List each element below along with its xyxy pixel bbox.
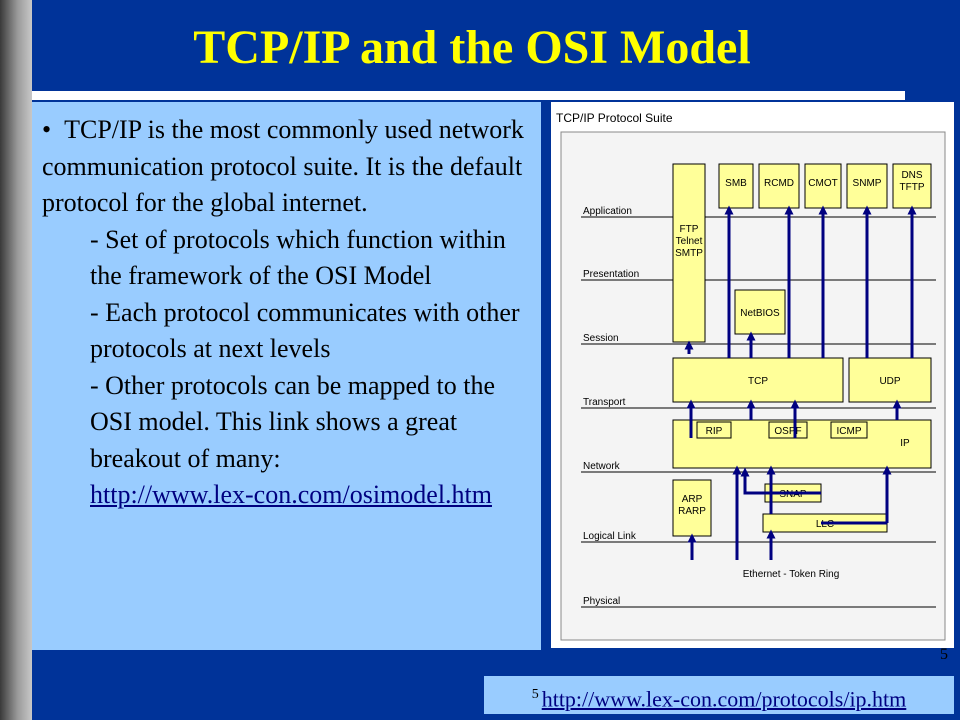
box-snmp [846,163,888,209]
label-dns: DNS [901,170,922,181]
label-ip: IP [900,438,910,449]
label-rip: RIP [706,426,723,437]
bullet-text: TCP/IP is the most commonly used network… [42,115,524,217]
box-ospf [768,421,808,439]
label-udp: UDP [879,376,900,387]
bullet-paragraph: • TCP/IP is the most commonly used netwo… [42,112,532,222]
layer-label-transport: Transport [583,397,626,408]
label-smtp: SMTP [675,248,703,259]
label-arp: ARP [682,494,703,505]
label-telnet: Telnet [676,236,703,247]
text-panel [32,102,541,650]
label-ethernet: Ethernet - Token Ring [743,569,840,580]
label-tcp: TCP [748,376,768,387]
slide-title: TCP/IP and the OSI Model [193,21,751,74]
box-rip [696,421,732,439]
bullet-marker: • [42,115,52,144]
protocol-suite-diagram: Application Presentation Session Transpo… [560,131,946,641]
box-ftp [672,163,706,343]
sub-item-3: - Other protocols can be mapped to the O… [42,368,532,514]
box-dns [892,163,932,209]
osimodel-link[interactable]: http://www.lex-con.com/osimodel.htm [90,480,492,509]
label-snmp: SNMP [853,178,882,189]
sub-item-1: - Set of protocols which function within… [90,224,506,291]
layer-label-physical: Physical [583,596,620,607]
box-netbios [734,289,786,335]
figure-title: TCP/IP Protocol Suite [556,111,673,125]
layer-label-logical-link: Logical Link [583,531,637,542]
label-smb: SMB [725,178,747,189]
label-ftp: FTP [680,224,699,235]
protocol-boxes [672,163,932,537]
label-ospf: OSPF [774,426,801,437]
box-arp [672,479,712,537]
layer-label-presentation: Presentation [583,269,639,280]
title-divider [32,91,905,100]
sub-item-2: - Each protocol communicates with other … [90,297,520,364]
box-udp [848,357,932,403]
box-cmot [804,163,842,209]
layer-lines [581,216,936,608]
footnote-link[interactable]: http://www.lex-con.com/protocols/ip.htm [541,686,907,712]
box-rcmd [758,163,800,209]
footnote-number: 5 [531,687,539,702]
layer-label-application: Application [583,206,632,217]
label-icmp: ICMP [837,426,862,437]
page-number: 5 [940,646,948,663]
box-smb [718,163,754,209]
layer-labels: Application Presentation Session Transpo… [583,206,639,607]
snap-arrow [740,467,821,495]
label-cmot: CMOT [808,178,837,189]
layer-label-session: Session [583,333,619,344]
label-tftp: TFTP [900,182,925,193]
box-icmp [830,421,868,439]
label-netbios: NetBIOS [740,308,780,319]
sub-item-3-text: - Other protocols can be mapped to the O… [90,370,496,473]
left-gradient-bar [0,0,32,720]
label-rcmd: RCMD [764,178,794,189]
text-content: • TCP/IP is the most commonly used netwo… [42,112,532,514]
layer-label-network: Network [583,461,621,472]
box-tcp [672,357,844,403]
label-rarp: RARP [678,506,706,517]
